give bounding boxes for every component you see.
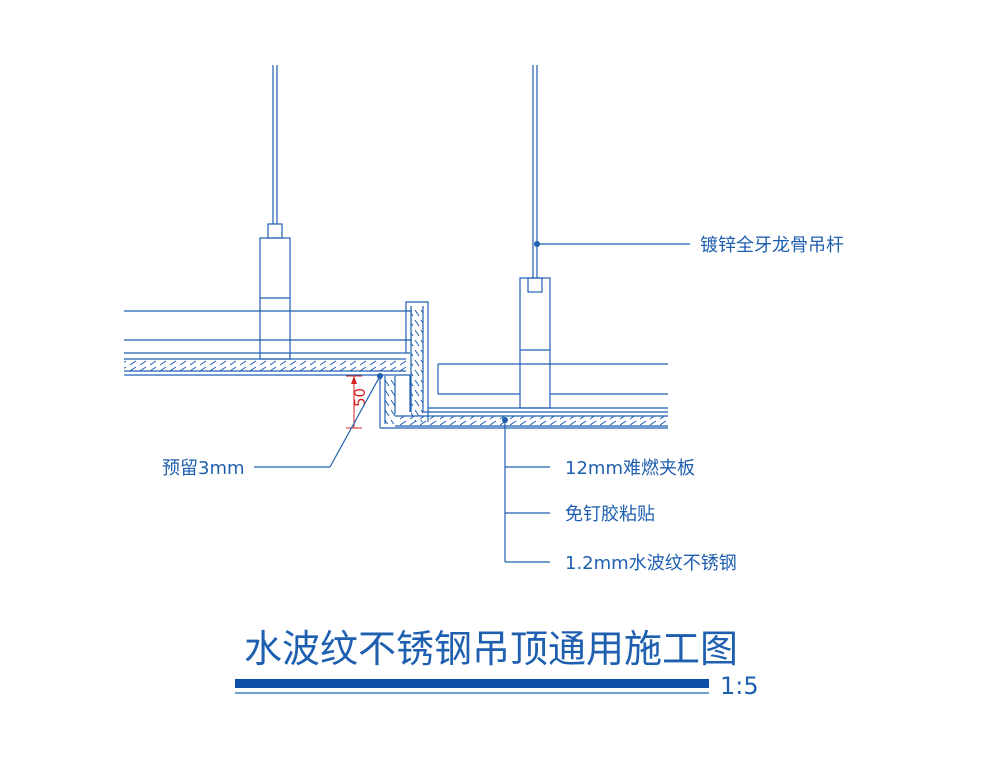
title-bar [235, 679, 709, 688]
left-hanger-rod [259, 65, 291, 360]
drop-panel [379, 301, 429, 428]
label-hanger-rod: 镀锌全牙龙骨吊杆 [700, 235, 844, 256]
label-glue: 免钉胶粘贴 [565, 504, 655, 525]
dimension-50: 50 [346, 375, 369, 429]
right-hanger-rod [519, 65, 551, 409]
label-board: 12mm难燃夹板 [565, 458, 695, 479]
scale-label: 1:5 [720, 672, 759, 700]
drawing-title: 水波纹不锈钢吊顶通用施工图 [244, 627, 738, 671]
left-ceiling-panel [124, 352, 410, 376]
label-steel: 1.2mm水波纹不锈钢 [565, 553, 737, 574]
label-gap: 预留3mm [162, 458, 245, 479]
right-ceiling-panel [380, 407, 668, 429]
left-keel [124, 310, 412, 341]
right-keel [437, 363, 668, 395]
dimension-text: 50 [351, 388, 369, 407]
leader-lines [254, 241, 690, 563]
